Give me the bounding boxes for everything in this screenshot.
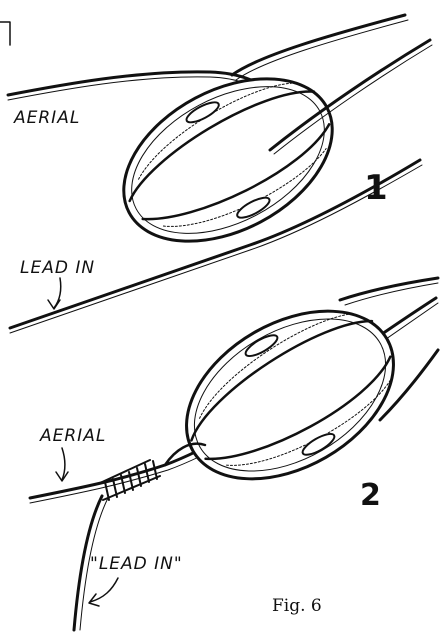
aerial-label-1: AERIAL (14, 108, 80, 128)
aerial-arrow-2 (62, 448, 65, 480)
panel-number-2: 2 (360, 478, 381, 513)
corner-mark (0, 22, 10, 45)
panel-number-1: 1 (364, 168, 388, 208)
leadin-label-2: "LEAD IN" (90, 554, 183, 574)
leadin-arrow-2 (90, 578, 118, 602)
leadin-label-1: LEAD IN (20, 258, 95, 278)
insulator-2 (157, 277, 423, 514)
aerial-label-2: AERIAL (40, 426, 106, 446)
figure-caption: Fig. 6 (272, 596, 322, 616)
